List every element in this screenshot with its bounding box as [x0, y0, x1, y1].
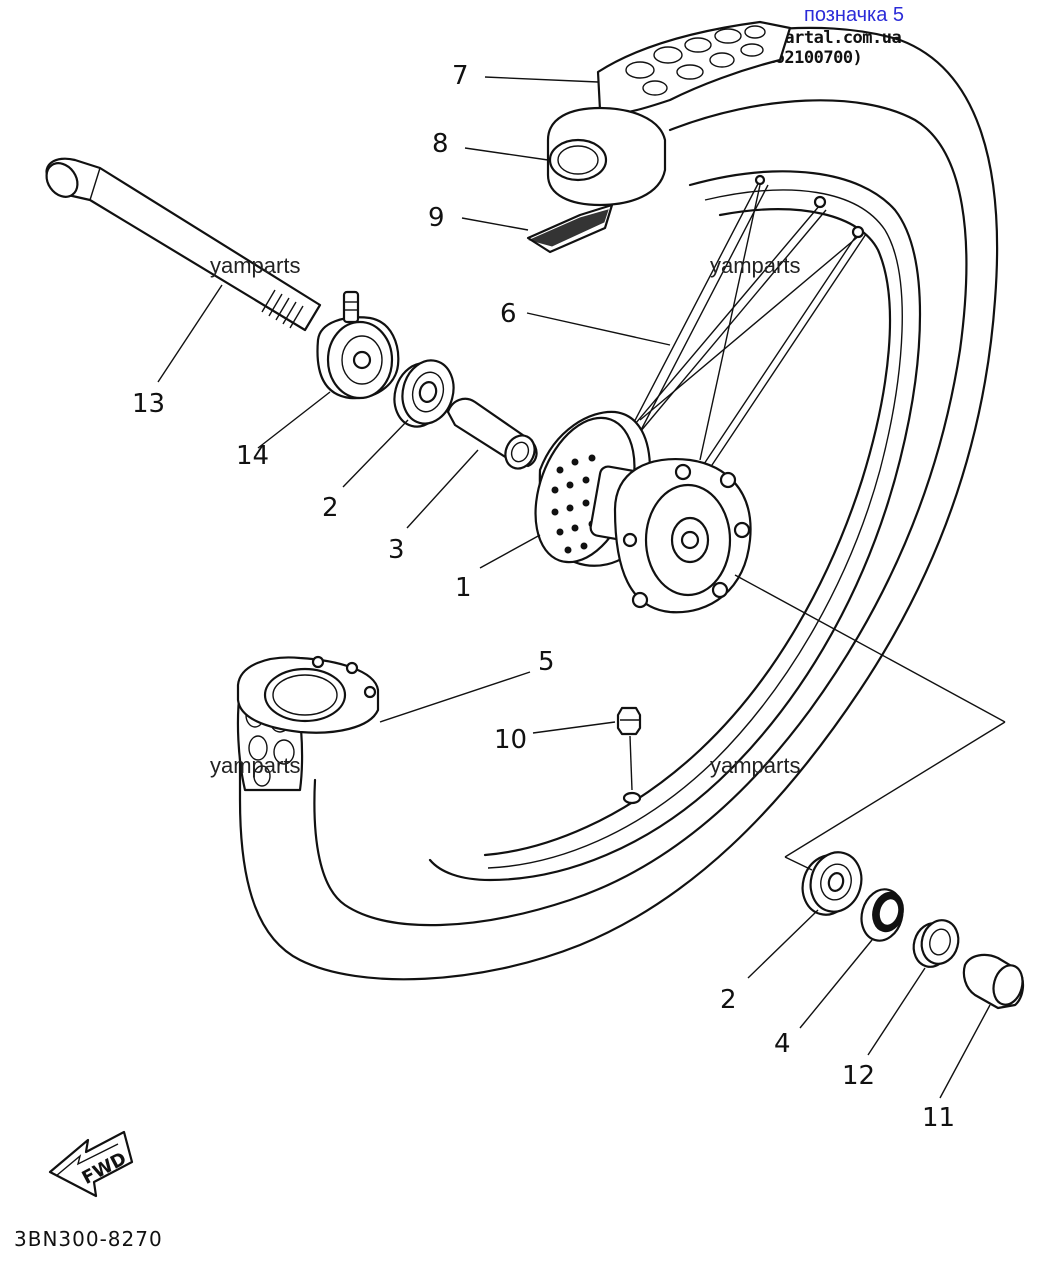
axle-collar	[962, 953, 1025, 1010]
bearing-upper	[393, 359, 455, 428]
spacer-collar	[446, 397, 538, 470]
tire-cut-section	[236, 655, 380, 734]
callout-3: 3	[388, 535, 405, 565]
callout-4: 4	[774, 1029, 791, 1059]
callout-13: 13	[132, 389, 165, 419]
leader-lines	[157, 76, 991, 1099]
front-axle	[45, 157, 322, 332]
watermark-top-right: yamparts	[710, 253, 800, 278]
callout-10: 10	[494, 725, 527, 755]
callout-14: 14	[236, 441, 269, 471]
watermark-top-left: yamparts	[210, 253, 300, 278]
diagram-code: 3BN300-8270	[14, 1227, 163, 1251]
oil-seal	[860, 888, 904, 942]
bearing-lower	[801, 851, 863, 916]
speedometer-gear-unit	[316, 290, 400, 400]
front-hub	[534, 410, 752, 614]
callout-2-upper: 2	[322, 493, 339, 523]
callout-12: 12	[842, 1061, 875, 1091]
callout-6: 6	[500, 299, 517, 329]
callout-2-lower: 2	[720, 985, 737, 1015]
watermark-bottom-right: yamparts	[710, 753, 800, 778]
group-bracket	[734, 574, 1006, 871]
collar	[912, 919, 960, 968]
spokes	[629, 174, 867, 475]
callout-7: 7	[452, 61, 469, 91]
callout-numbers: 7 8 9 6 13 14 2 3 1 5 10 2 4 12 11	[132, 61, 955, 1133]
callout-5: 5	[538, 647, 555, 677]
callout-8: 8	[432, 129, 449, 159]
callout-9: 9	[428, 203, 445, 233]
callout-11: 11	[922, 1103, 955, 1133]
tag-link[interactable]: позначка 5	[804, 4, 905, 26]
watermarks: yamparts yamparts yamparts yamparts	[210, 253, 800, 778]
callout-1: 1	[455, 573, 472, 603]
watermark-bottom-left: yamparts	[210, 753, 300, 778]
fwd-arrow-icon: FWD	[48, 1130, 134, 1198]
tube-section	[546, 106, 667, 207]
valve-nut	[616, 706, 642, 805]
